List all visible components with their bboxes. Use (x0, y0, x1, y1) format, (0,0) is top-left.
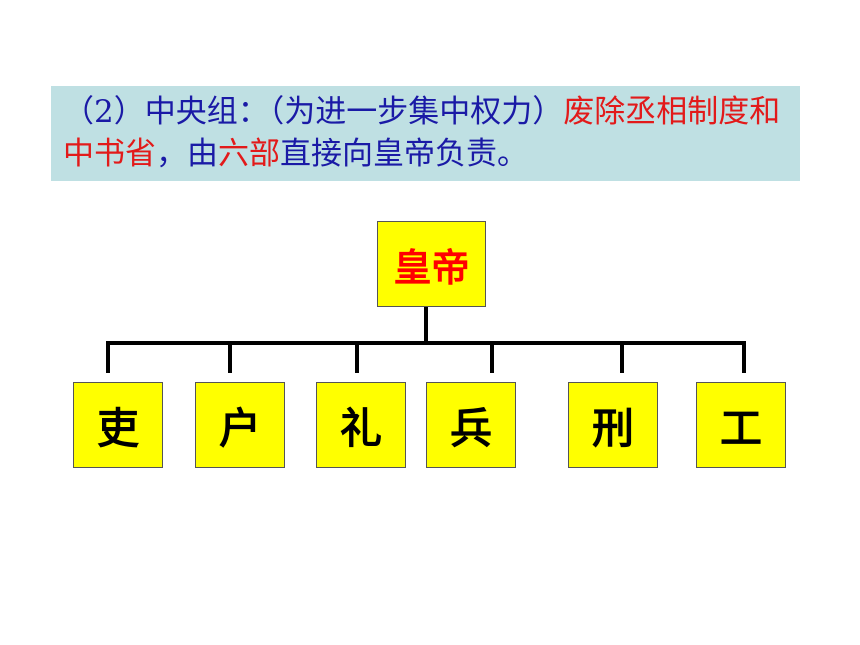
ministry-node-revenue: 户 (195, 382, 285, 468)
intro-segment-3: ，由 (156, 136, 218, 172)
ministry-node-personnel: 吏 (73, 382, 163, 468)
intro-segment-2: 废除丞相制度和中书省 (63, 94, 781, 172)
ministry-node-war: 兵 (426, 382, 516, 468)
intro-segment-5: 直接向皇帝负责。 (280, 136, 528, 172)
intro-segment-4: 六部 (218, 136, 280, 172)
emperor-node: 皇帝 (377, 221, 486, 307)
ministry-node-justice: 刑 (568, 382, 658, 468)
intro-segment-1: （2）中央组：（为进一步集中权力） (63, 94, 564, 130)
ministry-node-rites: 礼 (316, 382, 406, 468)
ministry-node-works: 工 (696, 382, 786, 468)
intro-text-panel: （2）中央组：（为进一步集中权力）废除丞相制度和中书省，由六部直接向皇帝负责。 (51, 86, 800, 181)
